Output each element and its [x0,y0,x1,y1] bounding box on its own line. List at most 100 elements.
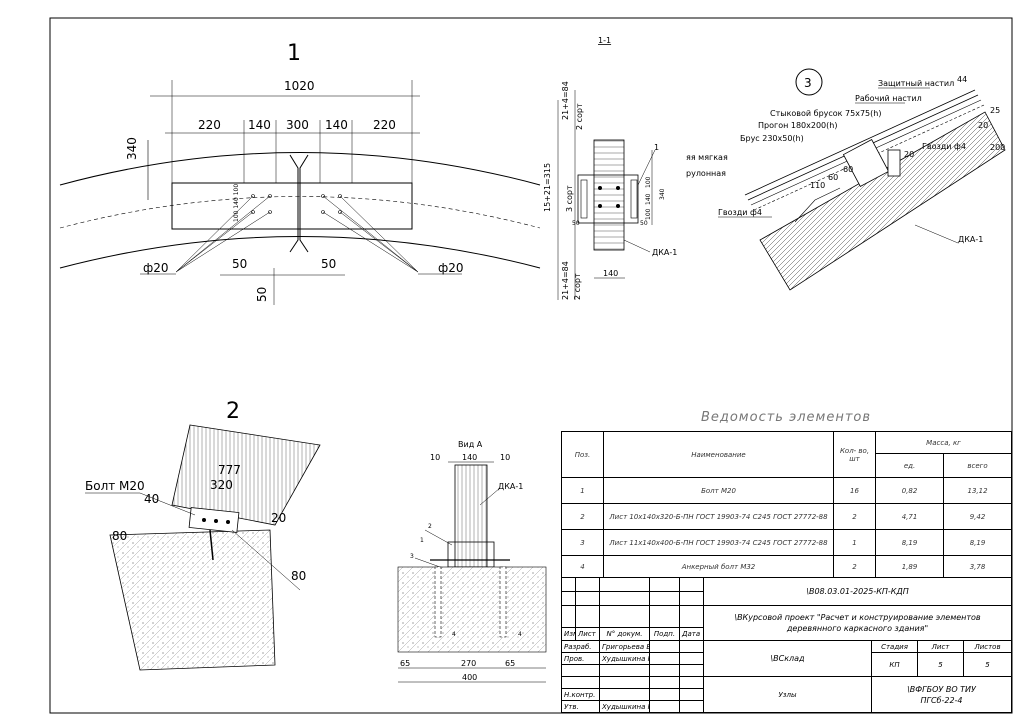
view-3-number: 3 [804,76,812,90]
va-dim-10-left: 10 [430,453,440,462]
spec-cell: 13,12 [942,477,1013,504]
spec-cell: 2 [833,555,876,578]
sec-dim-middle: 15+21=315 [543,163,552,212]
tb-razrab-label: Разраб. [561,640,600,653]
view-2: 2 Болт М20 40 777 320 20 80 80 [85,399,321,671]
label-nails-right: Гвозди ф4 [922,142,966,151]
spec-h-qty: Кол- во, шт [833,431,876,478]
tb-prov-label: Пров. [561,652,600,665]
view-3: 3 Защитный настил Рабочий настил Стыково… [686,68,1006,291]
view-a-title: Вид А [458,440,483,449]
label-roll-2: рулонная [686,169,726,178]
va-callout-4-left: 4 [452,631,456,638]
hole-label-right: ф20 [438,261,464,275]
label-dka-view3: ДКА-1 [958,235,983,244]
sec-dim-top: 21+4=84 [561,81,570,120]
spec-cell: 0,82 [875,477,944,504]
spec-cell: 9,42 [942,503,1013,530]
tb-nkontr-label: Н.контр. [561,688,600,701]
tb-h-sign: Подп. [649,627,680,641]
tb-h-doc: N° докум. [599,627,650,641]
va-dim-270: 270 [461,659,476,668]
sec-grade-top: 2 сорт [575,103,584,130]
tb-sheet: 5 [917,652,964,677]
tb-project: \ВКурсовой проект "Расчет и конструирова… [702,605,1013,641]
spec-cell: Болт М20 [603,477,834,504]
v2-dim-20: 20 [271,511,286,525]
v3-dim-20b: 20 [904,150,914,159]
section-title: 1-1 [598,36,611,45]
sec-dim-140: 140 [603,269,618,278]
view-1: 1 1020 220 140 300 140 220 340 100 140 1… [59,41,541,305]
title-block: \В08.03.01-2025-КП-КДП \ВКурсовой проект… [561,577,1013,713]
sec-label-dka: ДКА-1 [652,248,677,257]
spec-cell: 4 [561,555,604,578]
tb-stage: КП [871,652,918,677]
sheet-frame [49,17,1013,714]
view-a: Вид А 10 140 10 65 270 65 400 ДКА-1 2 1 … [397,440,547,683]
v3-dim-20a: 20 [978,121,988,130]
v3-dim-25: 25 [990,106,1000,115]
dim-1020: 1020 [284,79,315,93]
spec-row: 4 Анкерный болт М32 2 1,89 3,78 [561,555,1013,578]
sec-dim-50-right: 50 [640,220,648,227]
tb-drawing-name: Узлы [703,676,872,713]
spec-cell: 1 [833,529,876,556]
tb-h-izm: Изм [561,627,576,641]
spec-h-unit: ед. [875,453,944,478]
label-nails-left: Гвозди ф4 [718,208,762,217]
view-1-number: 1 [287,41,301,66]
label-protective-deck: Защитный настил [878,79,954,88]
tb-stage-label: Стадия [871,640,918,653]
v2-dim-320: 320 [210,478,233,492]
sec-dim-bottom: 21+4=84 [561,261,570,300]
tb-sheet-label: Лист [917,640,964,653]
tb-sheets-label: Листов [962,640,1013,653]
va-callout-2: 2 [428,523,432,530]
spec-cell: Анкерный болт М32 [603,555,834,578]
spec-h-mass: Масса, кг [874,431,1013,454]
spec-cell: 8,19 [942,529,1013,556]
spec-cell: 1,89 [875,555,944,578]
spec-h-pos: Поз. [561,431,604,478]
tb-org: \ВФГБОУ ВО ТИУ [907,684,976,694]
sec-dim-100-bottom: 100 [645,208,652,220]
va-callout-1: 1 [420,537,424,544]
sec-dim-50-left: 50 [572,220,580,227]
v2-dim-80-left: 80 [112,529,127,543]
va-dim-65-left: 65 [400,659,410,668]
va-label-dka: ДКА-1 [498,482,523,491]
dim-hole-spacing: 100 140 100 [233,184,240,222]
spec-cell: Лист 10х140х320-Б-ПН ГОСТ 19903-74 С245 … [603,503,834,530]
label-beam: Брус 230х50(h) [740,134,804,143]
tb-org-block: \ВФГБОУ ВО ТИУ ПГСб-22-4 [870,676,1013,713]
tb-h-list: Лист [575,627,600,641]
v2-dim-80-right: 80 [291,569,306,583]
spec-row: 3 Лист 11х140х400-Б-ПН ГОСТ 19903-74 С24… [561,529,1013,556]
spec-title: Ведомость элементов [700,410,872,425]
v3-dim-60b: 60 [843,165,853,174]
label-purlin: Прогон 180х200(h) [758,121,837,130]
tb-object: \ВСклад [703,640,872,677]
spec-h-name: Наименование [603,431,834,478]
va-callout-3: 3 [410,553,414,560]
spec-cell: 2 [833,503,876,530]
va-dim-65-right: 65 [505,659,515,668]
spec-cell: 3 [561,529,604,556]
hole-label-left: ф20 [143,261,169,275]
label-joint-bar: Стыковой брусок 75х75(h) [770,109,881,118]
tb-prov: Худышкина Н. [599,652,650,665]
dim-340: 340 [125,137,139,160]
spec-cell: 2 [561,503,604,530]
spec-cell: 4,71 [875,503,944,530]
sec-dim-140-mid: 140 [645,193,652,205]
label-roll-1: яя мягкая [686,153,728,162]
sec-dim-100-top: 100 [645,176,652,188]
v3-dim-200: 200 [990,143,1005,152]
dim-50-right: 50 [321,257,336,271]
va-callout-4-right: 4 [518,631,522,638]
v2-dim-40: 40 [144,492,159,506]
sec-callout-1: 1 [654,143,659,152]
